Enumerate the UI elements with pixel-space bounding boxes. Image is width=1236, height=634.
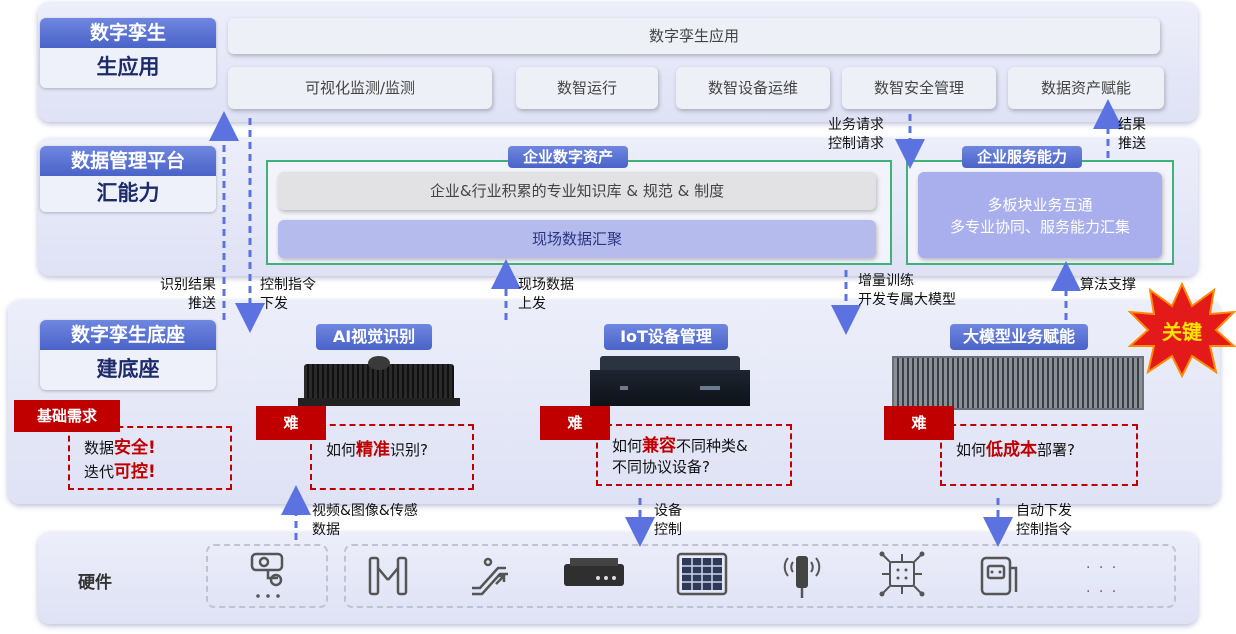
ai-box-device xyxy=(298,356,460,410)
label-device-ctrl: 设备 控制 xyxy=(654,503,682,538)
ai-post: 识别? xyxy=(390,441,428,459)
app-item-safety[interactable]: 数智安全管理 xyxy=(842,67,996,109)
iot-post: 不同种类& xyxy=(676,437,748,455)
ai-pre: 如何 xyxy=(326,441,357,459)
label-video-data: 视频&图像&传感 数据 xyxy=(312,503,418,538)
hardware-devices-frame xyxy=(344,544,1176,608)
key-starburst xyxy=(1128,282,1236,378)
iot-chip-icon xyxy=(879,551,925,597)
llm-challenge-box: 如何低成本部署? xyxy=(940,424,1138,486)
label-recog-push: 识别结果 推送 xyxy=(160,277,216,312)
app-header-bar: 数字孪生应用 xyxy=(228,18,1160,54)
key-star-shape xyxy=(1128,282,1236,378)
data-title-top: 数据管理平台 xyxy=(40,146,216,176)
iot-em: 兼容 xyxy=(642,436,677,456)
ai-vision-tag: AI视觉识别 xyxy=(316,324,432,350)
label-site-up: 现场数据 上发 xyxy=(518,277,574,312)
data-title-bottom: 汇能力 xyxy=(96,181,160,205)
iot-device xyxy=(590,356,750,408)
hardware-title: 硬件 xyxy=(78,573,112,593)
knowledge-bar: 企业&行业积累的专业知识库 & 规范 & 制度 xyxy=(278,172,876,210)
llm-hard-tag: 难 xyxy=(884,406,954,440)
wireless-sensor-icon xyxy=(783,556,821,598)
base-title-top: 数字孪生底座 xyxy=(40,320,216,350)
hardware-camera-frame xyxy=(206,544,328,608)
base-layer-title: 数字孪生底座 建底座 xyxy=(40,320,216,390)
iot-challenge-box: 如何兼容不同种类& 不同协议设备? xyxy=(596,424,792,486)
site-data-bar: 现场数据汇聚 xyxy=(278,220,876,258)
llm-server xyxy=(892,356,1144,410)
label-algo: 算法支撑 xyxy=(1080,277,1136,293)
label-result-push: 结果 推送 xyxy=(1118,117,1146,152)
app-item-device-maintenance[interactable]: 数智设备运维 xyxy=(676,67,830,109)
service-line1: 多板块业务互通 xyxy=(987,196,1093,214)
iot-line2: 不同协议设备? xyxy=(612,458,710,476)
llm-tag: 大模型业务赋能 xyxy=(950,324,1088,350)
service-tag: 企业服务能力 xyxy=(962,146,1082,168)
smart-meter-icon xyxy=(980,556,1018,596)
label-ctrl-cmd: 控制指令 下发 xyxy=(260,277,316,312)
asset-tag: 企业数字资产 xyxy=(508,146,628,168)
controller-box-icon xyxy=(564,558,624,586)
hardware-more: · · · · · · xyxy=(1086,560,1119,600)
iot-hard-tag: 难 xyxy=(540,406,610,440)
iot-tag: IoT设备管理 xyxy=(604,324,728,350)
ai-challenge-box: 如何精准识别? xyxy=(310,424,474,490)
app-title-bottom: 生应用 xyxy=(96,55,160,79)
escalator-icon xyxy=(472,557,508,596)
app-item-operation[interactable]: 数智运行 xyxy=(516,67,658,109)
app-layer-title: 数字孪生 生应用 xyxy=(40,18,216,88)
app-item-visual-monitor[interactable]: 可视化监测/监测 xyxy=(228,67,492,109)
display-panel-icon xyxy=(676,552,728,596)
camera-icon xyxy=(250,552,284,598)
base-title-bottom: 建底座 xyxy=(96,357,160,381)
key-label: 关键 xyxy=(1162,320,1202,344)
service-box: 多板块业务互通 多专业协同、服务能力汇集 xyxy=(918,172,1162,258)
iot-pre: 如何 xyxy=(612,437,643,455)
ai-em: 精准 xyxy=(356,440,391,460)
safe-em: 安全! xyxy=(114,438,156,458)
basic-need-box: 数据安全! 迭代可控! xyxy=(68,426,232,490)
ctrl-em: 可控! xyxy=(114,462,156,482)
label-train: 增量训练 开发专属大模型 xyxy=(858,273,956,308)
data-layer-title: 数据管理平台 汇能力 xyxy=(40,146,216,212)
llm-post: 部署? xyxy=(1037,441,1075,459)
label-auto-cmd: 自动下发 控制指令 xyxy=(1016,503,1072,538)
label-business-request: 业务请求 控制请求 xyxy=(828,117,884,152)
ctrl-pre: 迭代 xyxy=(84,463,115,481)
service-line2: 多专业协同、服务能力汇集 xyxy=(949,218,1130,236)
app-title-top: 数字孪生 xyxy=(40,18,216,48)
turnstile-gate-icon xyxy=(368,556,408,596)
llm-em: 低成本 xyxy=(986,440,1038,460)
ai-hard-tag: 难 xyxy=(256,406,326,440)
llm-pre: 如何 xyxy=(956,441,987,459)
app-item-data-asset[interactable]: 数据资产赋能 xyxy=(1008,67,1164,109)
safe-pre: 数据 xyxy=(84,439,115,457)
